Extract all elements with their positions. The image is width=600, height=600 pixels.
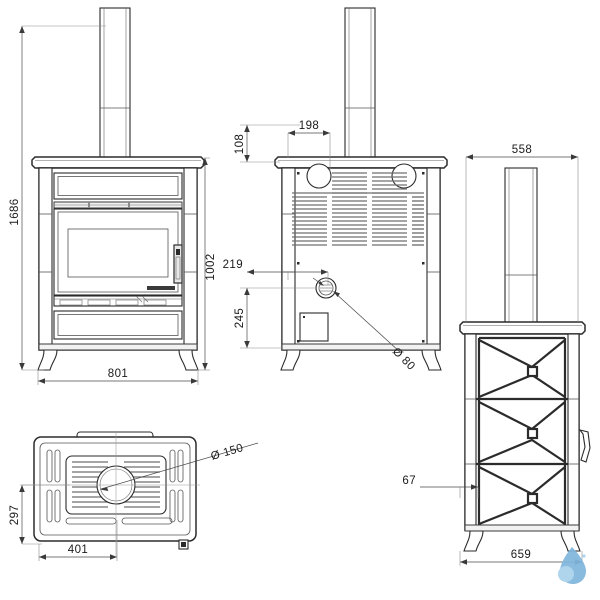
dim-label-219: 219 bbox=[223, 259, 243, 271]
plan-right-slots bbox=[169, 449, 184, 523]
front-elevation-view: 1686 1002 801 bbox=[9, 7, 217, 385]
rear-dimension-245: 245 bbox=[234, 287, 316, 349]
plan-inner-edge bbox=[39, 442, 191, 536]
dim-label-1002: 1002 bbox=[205, 253, 217, 280]
side-elevation-view: 558 67 659 bbox=[402, 144, 591, 566]
dim-label-108: 108 bbox=[234, 134, 246, 154]
dim-label-67: 67 bbox=[402, 475, 416, 487]
dim-label-198: 198 bbox=[299, 120, 319, 132]
dim-label-801: 801 bbox=[108, 368, 128, 380]
side-dimension-67: 67 bbox=[402, 475, 479, 498]
dim-label-401: 401 bbox=[68, 544, 88, 556]
rear-flue-pipe bbox=[344, 7, 376, 159]
front-grate-row bbox=[53, 295, 183, 307]
front-lower-drawer bbox=[53, 310, 183, 340]
side-flue-pipe bbox=[504, 167, 538, 324]
droplet-dot bbox=[582, 554, 586, 558]
rear-grille bbox=[292, 172, 424, 246]
plan-left-slots bbox=[46, 449, 61, 523]
rear-grille-col-1 bbox=[292, 196, 327, 246]
front-top-plate bbox=[31, 156, 205, 169]
side-dimension-558: 558 bbox=[465, 144, 579, 322]
front-firebox-door bbox=[53, 208, 183, 296]
rear-air-outlet bbox=[312, 277, 337, 299]
side-base-band bbox=[464, 524, 580, 532]
front-dimension-801: 801 bbox=[37, 368, 199, 385]
side-panel-2 bbox=[478, 401, 566, 464]
side-panel-bracing bbox=[478, 339, 566, 526]
front-dimension-1686: 1686 bbox=[9, 25, 106, 371]
plan-side-tab bbox=[178, 539, 189, 550]
plan-dimension-297: 297 bbox=[9, 484, 70, 545]
dim-label-558: 558 bbox=[512, 144, 532, 156]
top-plan-view: Ø 150 297 401 bbox=[9, 431, 259, 561]
side-legs bbox=[463, 530, 581, 552]
side-body bbox=[464, 333, 580, 531]
plan-dimension-401: 401 bbox=[38, 520, 118, 561]
side-door-handle bbox=[578, 429, 591, 463]
rear-access-box bbox=[299, 312, 329, 342]
dim-label-245: 245 bbox=[234, 308, 246, 328]
rear-grille-col-4 bbox=[412, 196, 424, 246]
rear-base-band bbox=[281, 343, 441, 351]
rear-knockout-right bbox=[391, 163, 417, 189]
dim-label-297: 297 bbox=[9, 505, 21, 525]
side-panel-3 bbox=[478, 466, 566, 526]
droplet-highlight bbox=[558, 566, 574, 582]
rear-top-plate bbox=[274, 156, 448, 169]
rear-elevation-view: Ø 80 108 198 219 bbox=[223, 7, 448, 373]
dim-label-659: 659 bbox=[511, 549, 531, 561]
front-base-band bbox=[38, 343, 198, 351]
front-lintel-bar bbox=[53, 201, 183, 209]
front-dimension-1002: 1002 bbox=[197, 157, 217, 371]
rear-legs bbox=[280, 349, 442, 371]
side-panel-1 bbox=[478, 339, 566, 399]
rear-dimension-198: 198 bbox=[287, 120, 331, 172]
front-flue-pipe bbox=[99, 7, 131, 159]
rear-dimension-219: 219 bbox=[223, 259, 329, 285]
front-upper-panel bbox=[53, 172, 183, 200]
dim-label-1686: 1686 bbox=[9, 198, 21, 225]
side-top-plate bbox=[459, 321, 586, 335]
rear-grille-col-3 bbox=[372, 172, 407, 246]
rear-knockout-left bbox=[306, 163, 332, 189]
rear-dimension-108: 108 bbox=[234, 124, 300, 163]
droplet-logo-watermark bbox=[558, 547, 586, 584]
